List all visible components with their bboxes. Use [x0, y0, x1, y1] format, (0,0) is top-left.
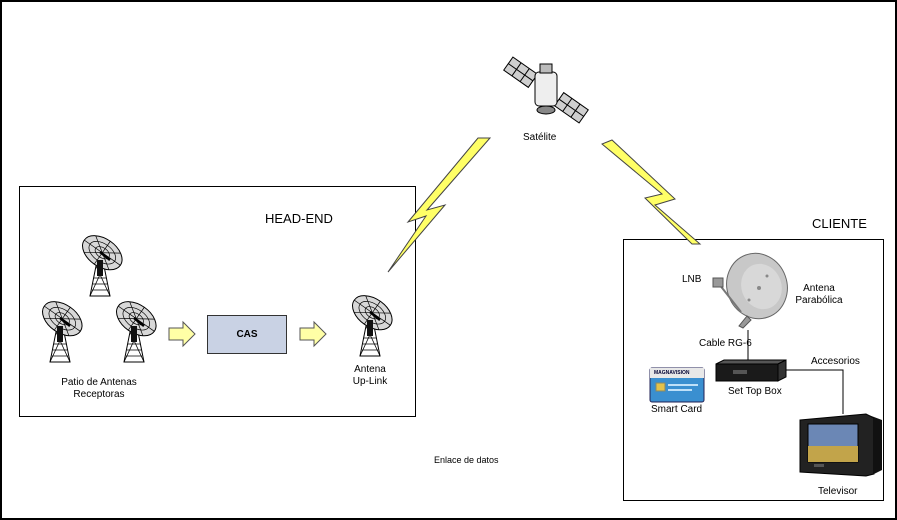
smartcard-label: Smart Card [651, 404, 703, 415]
arrow-right-icon [168, 321, 196, 347]
uplink-label-line1: Antena [354, 364, 386, 375]
televisor-label: Televisor [818, 486, 858, 497]
cas-box: CAS [207, 315, 287, 354]
satellite-label: Satélite [523, 132, 557, 143]
accesorios-label: Accesorios [811, 356, 860, 367]
dish-antenna-icon [34, 293, 90, 364]
satellite-icon [503, 56, 589, 124]
data-link-label: Enlace de datos [434, 455, 499, 465]
smartcard-brand: MAGNAVISION [654, 370, 690, 376]
smart-card-icon [649, 367, 705, 403]
antena-label-line1: Antena [803, 283, 835, 294]
cable-label: Cable RG-6 [699, 338, 752, 349]
antena-label-line2: Parabólica [795, 295, 843, 306]
dish-antenna-icon [74, 227, 130, 298]
accessories-line [778, 369, 844, 414]
lnb-label: LNB [682, 274, 702, 285]
television-icon [799, 413, 882, 477]
uplink-label: Antena Up-Link [340, 364, 400, 388]
settopbox-label: Set Top Box [728, 386, 782, 397]
antena-parabolica-label: Antena Parabólica [790, 283, 848, 307]
arrow-right-icon [299, 321, 327, 347]
lightning-icon [387, 137, 492, 273]
dish-antenna-icon [712, 252, 788, 329]
uplink-label-line2: Up-Link [352, 376, 388, 387]
set-top-box-icon [715, 359, 787, 382]
dish-antenna-icon [108, 293, 164, 364]
lightning-icon [601, 139, 702, 245]
headend-title: HEAD-END [265, 211, 333, 226]
patio-label-line2: Receptoras [73, 389, 125, 400]
dish-antenna-icon [344, 287, 400, 358]
patio-label-line1: Patio de Antenas [61, 377, 137, 388]
cas-label: CAS [236, 329, 258, 340]
headend-box [19, 186, 416, 417]
cliente-title: CLIENTE [812, 216, 867, 231]
patio-label: Patio de Antenas Receptoras [44, 377, 154, 401]
